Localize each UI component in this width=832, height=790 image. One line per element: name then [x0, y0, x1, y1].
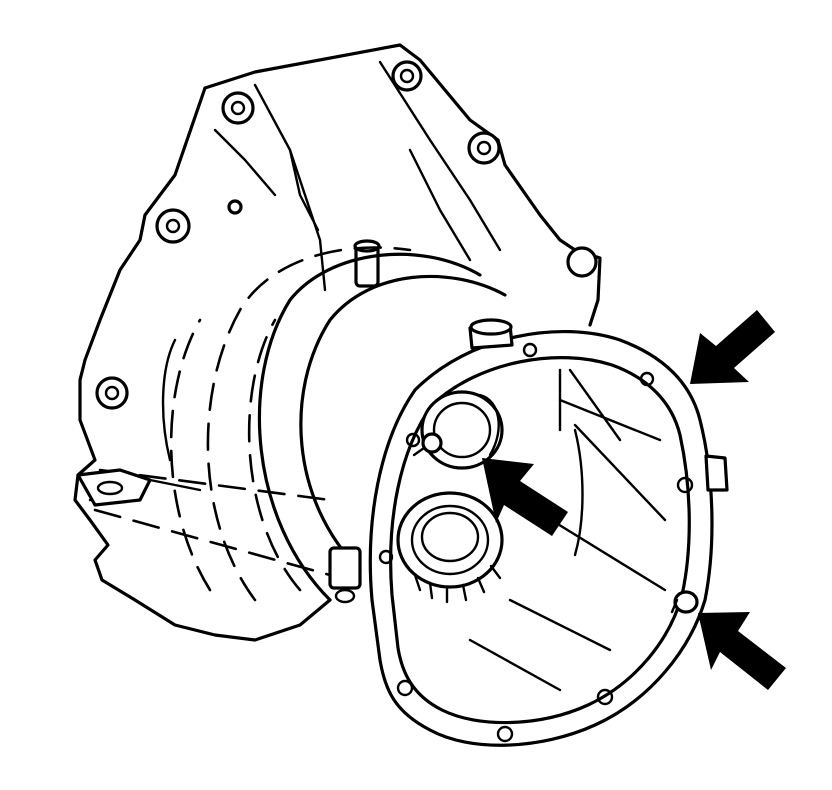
- clutch-housing-flange: [368, 330, 714, 747]
- input-shaft-bearing-bore: [396, 491, 504, 604]
- callout-arrow-dowel-pin: [698, 612, 786, 690]
- transmission-case: [73, 43, 602, 642]
- case-bolt-bosses: [95, 60, 598, 410]
- flange-top-boss: [468, 318, 514, 350]
- locating-dowel-pin: [670, 590, 699, 614]
- callout-arrow-housing-rim: [690, 310, 775, 384]
- callout-arrow-bearing-bore: [482, 458, 568, 536]
- lower-side-boss: [328, 546, 362, 604]
- upper-dowel-pin: [412, 432, 443, 457]
- flange-side-tab: [704, 454, 729, 492]
- input-bearing-retainer: [420, 390, 504, 470]
- side-mount-pad: [76, 468, 152, 507]
- housing-interior-ribs: [468, 368, 667, 692]
